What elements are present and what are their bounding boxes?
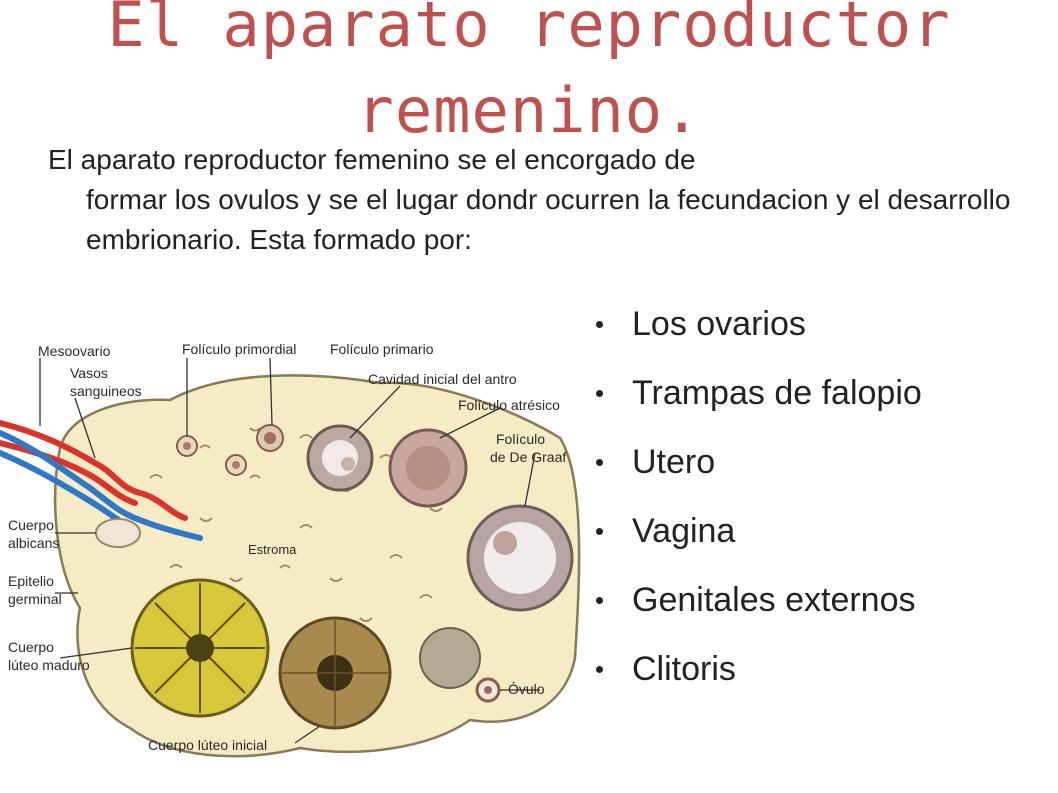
graafian-follicle — [466, 504, 574, 612]
intro-first-line: El aparato reproductor femenino se el en… — [48, 144, 696, 175]
bullet-icon — [596, 666, 603, 673]
label-epitelio-2: germinal — [8, 591, 62, 607]
list-item: Genitales externos — [590, 566, 922, 635]
label-foliculo-atresico: Folículo atrésico — [458, 397, 560, 413]
label-epitelio-1: Epitelio — [8, 573, 54, 589]
follicle-primordial-2 — [225, 454, 247, 476]
label-cuerpo-albicans-1: Cuerpo — [8, 517, 54, 533]
label-mesoovario: Mesoovario — [38, 343, 111, 359]
list-item-label: Trampas de falopio — [632, 374, 922, 412]
list-item-label: Los ovarios — [632, 305, 806, 343]
label-cuerpo-luteo-inicial: Cuerpo lúteo inicial — [148, 737, 267, 753]
intro-continuation: formar los ovulos y se el lugar dondr oc… — [86, 184, 1011, 255]
list-item: Los ovarios — [590, 290, 922, 359]
label-ovulo: Óvulo — [508, 681, 545, 697]
label-de-graaf: de De Graaf — [490, 449, 566, 465]
ruptured-follicle — [419, 627, 481, 689]
bullet-icon — [596, 321, 603, 328]
corpus-albicans — [95, 518, 141, 548]
label-foliculo-primordial: Folículo primordial — [182, 341, 296, 357]
component-list: Los ovarios Trampas de falopio Utero Vag… — [590, 290, 922, 704]
intro-paragraph: El aparato reproductor femenino se el en… — [48, 140, 1028, 260]
corpus-luteum-initial — [278, 616, 392, 730]
label-cuerpo-luteo-1: Cuerpo — [8, 639, 54, 655]
label-cavidad: Cavidad inicial del antro — [368, 371, 517, 387]
title-line-1: El aparato reproductor — [107, 0, 951, 61]
label-cuerpo-luteo-2: lúteo maduro — [8, 657, 90, 673]
label-estroma: Estroma — [248, 542, 297, 557]
list-item: Vagina — [590, 497, 922, 566]
follicle-early-antrum — [306, 424, 374, 492]
list-item: Trampas de falopio — [590, 359, 922, 428]
label-vasos: Vasos — [70, 365, 108, 381]
list-item: Utero — [590, 428, 922, 497]
corpus-luteum-mature — [130, 578, 270, 718]
bullet-icon — [596, 390, 603, 397]
label-foliculo-primario: Folículo primario — [330, 341, 434, 357]
label-leaders — [39, 357, 540, 744]
list-item-label: Clitoris — [632, 650, 736, 688]
bullet-icon — [596, 528, 603, 535]
follicle-atretic — [388, 428, 468, 508]
ovary-diagram: Mesoovario Vasos sanguineos Folículo pri… — [0, 341, 581, 758]
label-foliculo: Folículo — [496, 431, 545, 447]
label-sanguineos: sanguineos — [70, 383, 142, 399]
title-line-2: remenino. — [356, 74, 702, 147]
label-cuerpo-albicans-2: albicans — [8, 535, 59, 551]
ovulo-cell — [475, 677, 501, 703]
list-item: Clitoris — [590, 635, 922, 704]
bullet-icon — [596, 597, 603, 604]
list-item-label: Genitales externos — [632, 581, 916, 619]
list-item-label: Utero — [632, 443, 716, 481]
follicle-primary — [256, 424, 284, 452]
follicle-primordial — [176, 435, 198, 457]
slide-title: El aparato reproductor remenino. — [0, 0, 1058, 154]
bullet-icon — [596, 459, 603, 466]
list-item-label: Vagina — [632, 512, 736, 550]
